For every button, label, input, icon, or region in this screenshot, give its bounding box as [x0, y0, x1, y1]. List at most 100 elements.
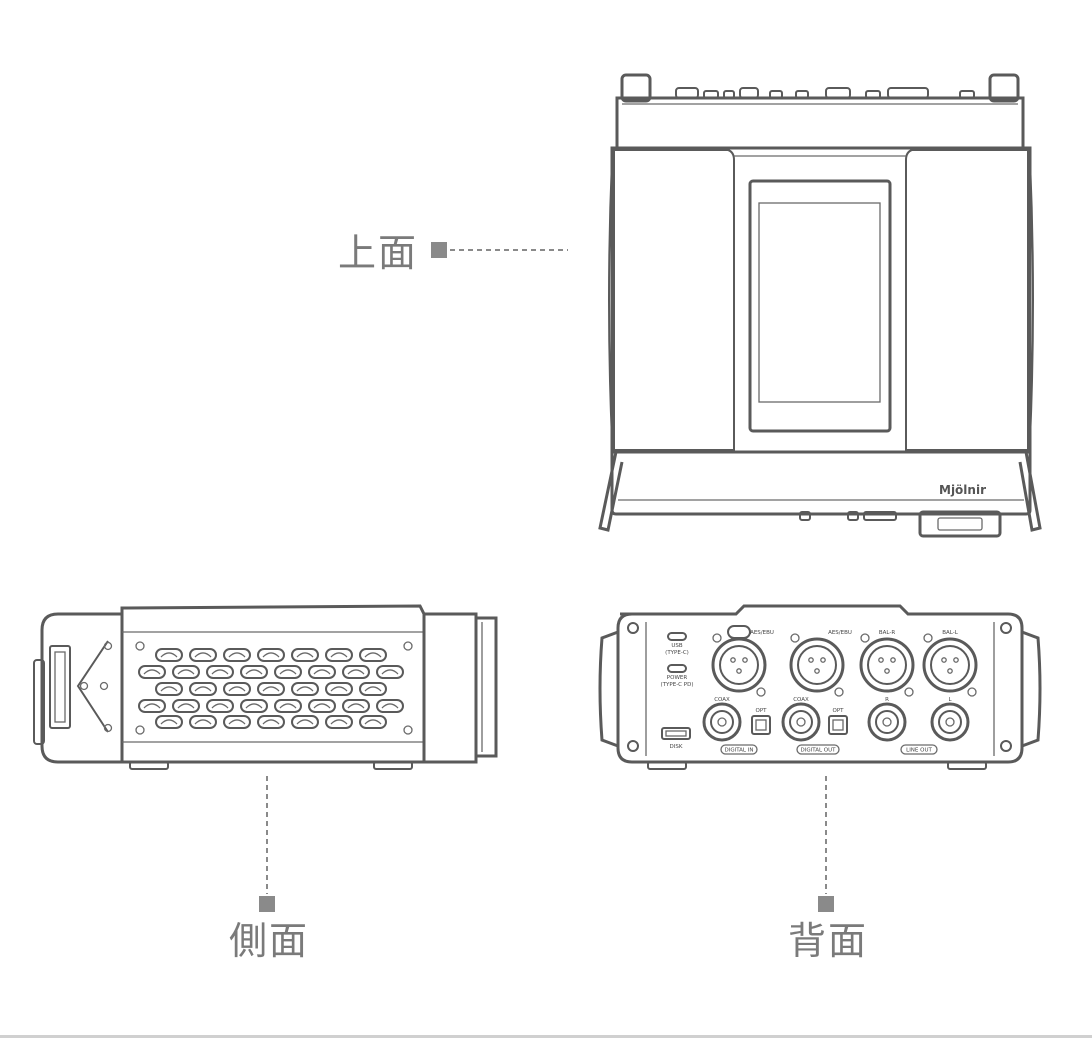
- vent-slot: [223, 648, 251, 662]
- vent-slot: [359, 682, 387, 696]
- label-digital-in: DIGITAL IN: [725, 748, 754, 754]
- label-side: 側面: [229, 919, 310, 963]
- vent-slot-detail: [364, 652, 382, 658]
- vent-slot: [274, 665, 302, 679]
- vent-slot: [223, 715, 251, 729]
- vent-slot: [325, 648, 353, 662]
- vent-slot: [240, 665, 268, 679]
- vent-grille: [138, 648, 404, 729]
- vent-slot: [155, 648, 183, 662]
- vent-slot-detail: [245, 669, 263, 675]
- vent-slot-detail: [347, 703, 365, 709]
- vent-slot: [172, 699, 200, 713]
- vent-slot-detail: [143, 669, 161, 675]
- label-back: 背面: [788, 919, 869, 963]
- rca-l: L: [930, 697, 970, 742]
- vent-slot: [172, 665, 200, 679]
- vent-slot-detail: [381, 703, 399, 709]
- vent-slot-detail: [279, 703, 297, 709]
- vent-slot-detail: [330, 719, 348, 725]
- vent-slot-detail: [296, 719, 314, 725]
- label-l: L: [948, 697, 952, 703]
- vent-slot: [291, 682, 319, 696]
- vent-slot: [189, 682, 217, 696]
- vent-slot: [257, 648, 285, 662]
- vent-slot-detail: [160, 652, 178, 658]
- vent-slot-detail: [381, 669, 399, 675]
- label-bal-r: BAL-R: [879, 630, 895, 636]
- vent-slot-detail: [228, 686, 246, 692]
- vent-slot: [223, 682, 251, 696]
- vent-slot-detail: [194, 686, 212, 692]
- vent-slot: [138, 665, 166, 679]
- side-view: [33, 604, 498, 770]
- vent-slot: [376, 665, 404, 679]
- vent-slot: [206, 699, 234, 713]
- vent-slot: [359, 715, 387, 729]
- label-coax-1: COAX: [714, 697, 730, 703]
- marker-side: [259, 896, 275, 912]
- vent-slot-detail: [279, 669, 297, 675]
- vent-slot: [308, 665, 336, 679]
- vent-slot: [155, 682, 183, 696]
- opt-out: OPT: [828, 708, 848, 735]
- vent-slot: [155, 715, 183, 729]
- vent-slot-detail: [160, 686, 178, 692]
- xlr-aes-ebu-1: AES/EBU: [711, 625, 774, 697]
- vent-slot-detail: [296, 686, 314, 692]
- vent-slot: [325, 715, 353, 729]
- vent-slot-detail: [211, 669, 229, 675]
- vent-slot-detail: [330, 652, 348, 658]
- coax-in: COAX: [702, 697, 742, 742]
- vent-slot: [308, 699, 336, 713]
- marker-top: [431, 242, 447, 258]
- label-aes-ebu-1: AES/EBU: [750, 630, 774, 636]
- footer-divider: [0, 1035, 1092, 1038]
- vent-slot: [189, 715, 217, 729]
- label-disk: DISK: [670, 744, 683, 750]
- label-top: 上面: [338, 231, 419, 275]
- opt-in: OPT: [751, 708, 771, 735]
- vent-slot: [359, 648, 387, 662]
- xlr-aes-ebu-2: AES/EBU: [789, 630, 852, 697]
- coax-out: COAX: [781, 697, 821, 742]
- vent-slot-detail: [313, 669, 331, 675]
- vent-slot: [291, 715, 319, 729]
- xlr-bal-r: BAL-R: [859, 630, 915, 697]
- vent-slot: [376, 699, 404, 713]
- vent-slot-detail: [177, 703, 195, 709]
- xlr-bal-l: BAL-L: [922, 630, 978, 697]
- vent-slot-detail: [160, 719, 178, 725]
- vent-slot-detail: [262, 652, 280, 658]
- vent-slot-detail: [245, 703, 263, 709]
- vent-slot-detail: [364, 686, 382, 692]
- label-r: R: [885, 697, 889, 703]
- label-aes-ebu-2: AES/EBU: [828, 630, 852, 636]
- vent-slot: [342, 665, 370, 679]
- vent-slot-detail: [177, 669, 195, 675]
- vent-slot-detail: [364, 719, 382, 725]
- label-power: POWER: [667, 675, 688, 681]
- vent-slot-detail: [228, 652, 246, 658]
- vent-slot: [189, 648, 217, 662]
- vent-slot: [257, 682, 285, 696]
- vent-slot-detail: [211, 703, 229, 709]
- top-view: Mjölnir: [598, 73, 1042, 538]
- label-line-out: LINE OUT: [906, 748, 932, 754]
- vent-slot-detail: [262, 686, 280, 692]
- vent-slot: [274, 699, 302, 713]
- label-power-type: (TYPE-C PD): [661, 682, 694, 688]
- label-usb: USB: [671, 643, 683, 649]
- vent-slot-detail: [194, 719, 212, 725]
- label-opt-1: OPT: [755, 708, 767, 714]
- vent-slot: [206, 665, 234, 679]
- vent-slot-detail: [143, 703, 161, 709]
- vent-slot: [257, 715, 285, 729]
- label-bal-l: BAL-L: [942, 630, 958, 636]
- label-coax-2: COAX: [793, 697, 809, 703]
- vent-slot-detail: [262, 719, 280, 725]
- vent-slot-detail: [228, 719, 246, 725]
- vent-slot: [325, 682, 353, 696]
- vent-slot-detail: [194, 652, 212, 658]
